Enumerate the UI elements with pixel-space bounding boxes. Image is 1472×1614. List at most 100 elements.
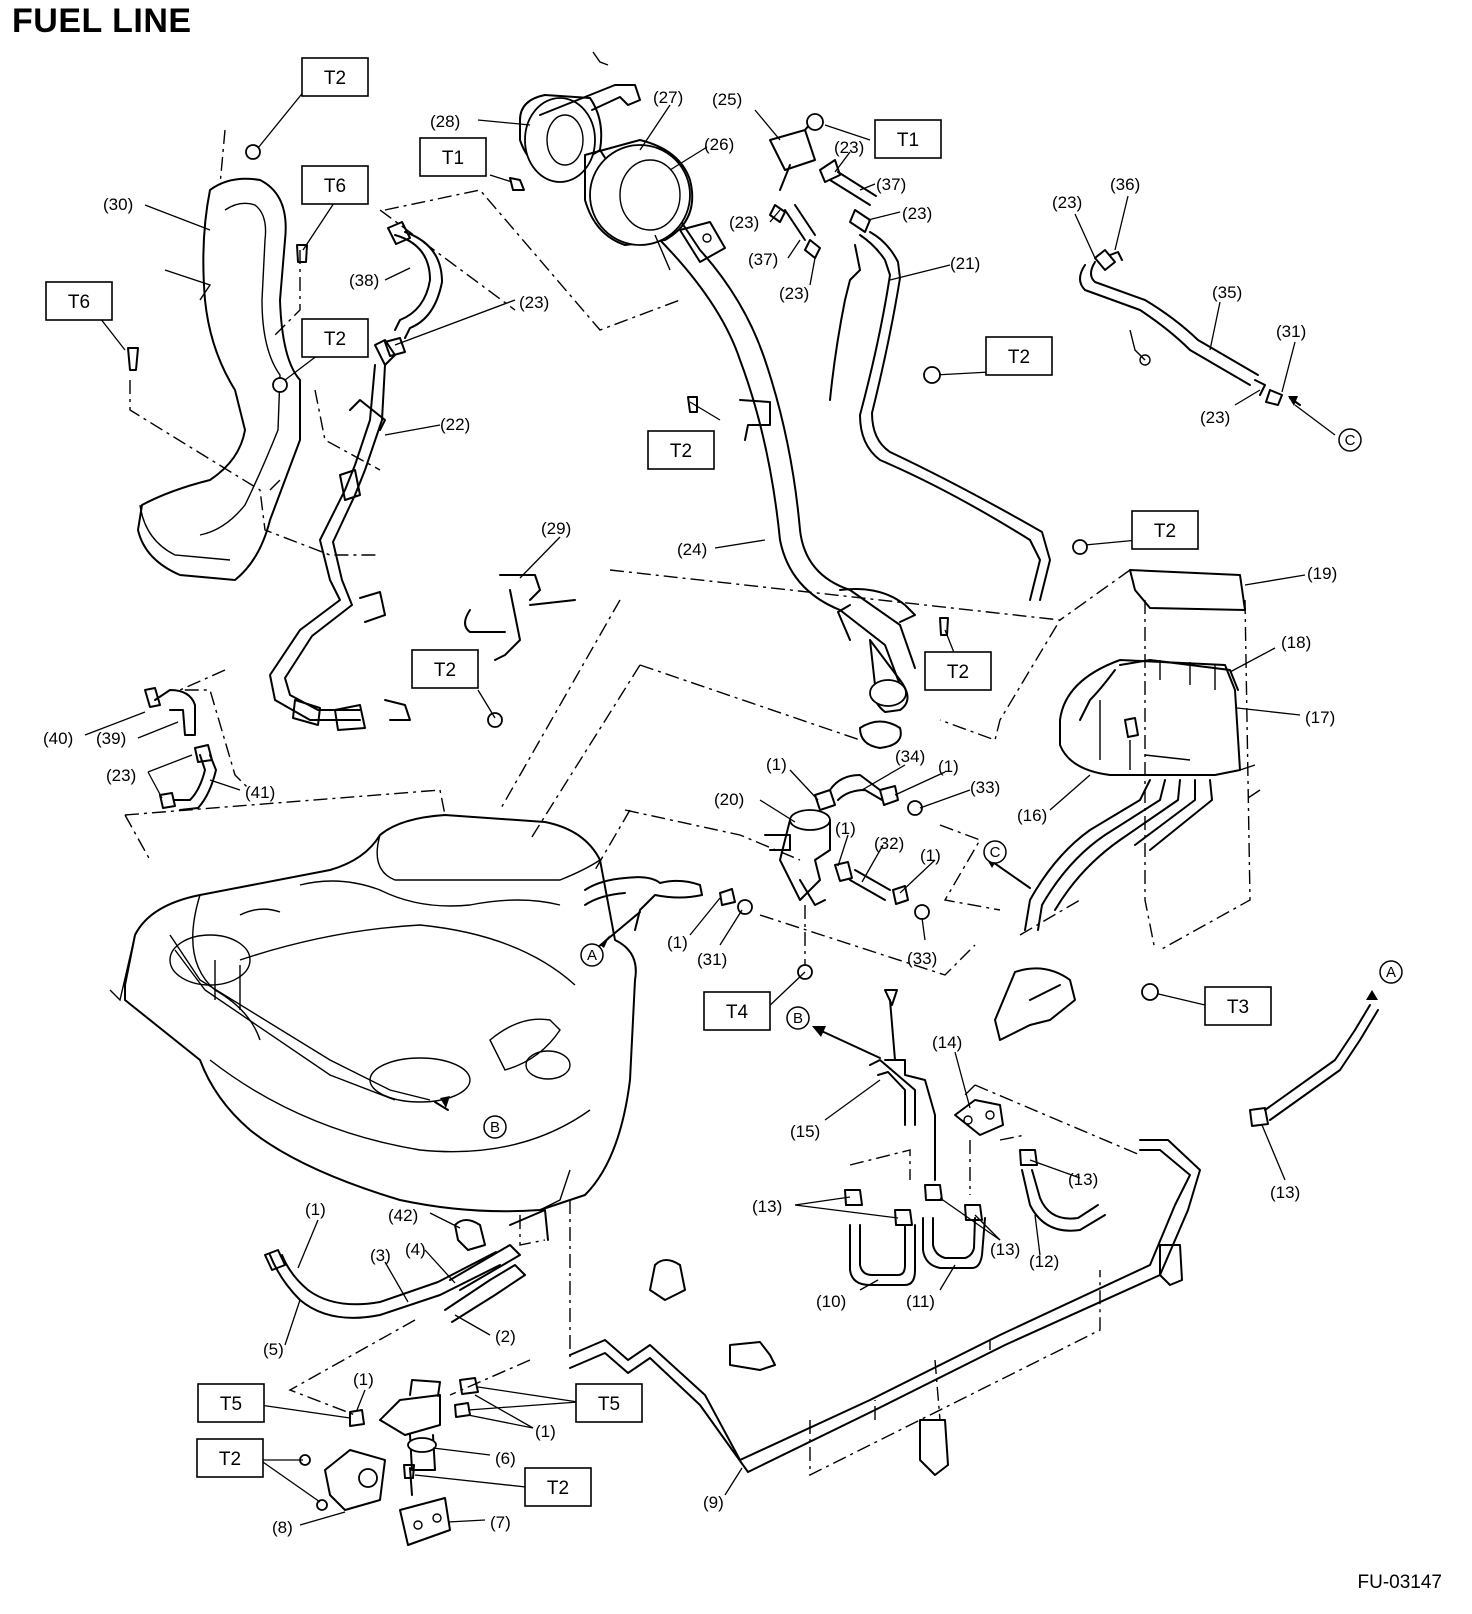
part-label-p35: (35) [1212,283,1242,302]
torque-callout-text: T2 [1008,347,1030,368]
torque-callout-t2c: T2 [985,336,1053,376]
torque-callout-text: T2 [324,329,346,350]
fasteners [127,144,1159,1479]
torque-callout-t1a: T1 [419,137,487,177]
pipe-9 [569,1139,1201,1476]
part-label-p1h: (1) [535,1422,556,1441]
torque-callout-t3: T3 [1204,986,1272,1026]
fuel-tank [109,814,703,1213]
part-label-p16: (16) [1017,806,1047,825]
part-labels: (28)(27)(26)(25)(23)(37)(23)(23)(37)(23)… [43,88,1337,1537]
reference-marker-a2: A [1379,960,1403,984]
part-label-p23d: (23) [779,284,809,303]
part-label-p24: (24) [677,540,707,559]
part-label-p31a: (31) [1276,322,1306,341]
torque-callout-t2h: T2 [196,1438,264,1478]
reference-marker-text: B [793,1010,803,1027]
torque-callout-text: T2 [947,662,969,683]
clamp-14-15 [869,989,1004,1181]
part-label-p13a: (13) [752,1197,782,1216]
part-label-p12: (12) [1029,1252,1059,1271]
torque-callout-text: T2 [670,441,692,462]
part-label-p8: (8) [272,1518,293,1537]
part-label-p10: (10) [816,1292,846,1311]
part-label-p33b: (33) [907,949,937,968]
solenoid-valve-20 [719,774,1076,1041]
torque-callout-t2e: T2 [1131,510,1199,550]
torque-callout-t4: T4 [703,991,771,1031]
reference-marker-text: B [490,1119,500,1136]
part-label-p13b: (13) [1068,1170,1098,1189]
torque-callout-t2b: T2 [301,318,369,358]
reference-marker-text: C [990,844,1001,861]
part-label-p36: (36) [1110,175,1140,194]
part-label-p13d: (13) [990,1240,1020,1259]
part-label-p34: (34) [895,747,925,766]
part-label-p37a: (37) [876,175,906,194]
torque-callout-text: T2 [219,1449,241,1470]
part-label-p41: (41) [245,783,275,802]
u-hoses-10-11-12 [844,1004,1379,1286]
torque-callout-t2i: T2 [524,1467,592,1507]
part-label-p40: (40) [43,729,73,748]
torque-callout-text: T4 [726,1002,749,1023]
part-label-p5: (5) [263,1340,284,1359]
part-label-p1a: (1) [766,755,787,774]
part-label-p23a: (23) [834,138,864,157]
torque-callout-t1b: T1 [874,119,942,159]
guide-lines [124,129,1261,1477]
reference-markers: C C A A B B [483,428,1403,1139]
part-label-p25: (25) [712,90,742,109]
part-label-p1d: (1) [920,846,941,865]
part-label-p1c: (1) [835,819,856,838]
part-label-p23h: (23) [106,766,136,785]
torque-callout-t2g: T2 [411,649,479,689]
part-label-p4: (4) [405,1240,426,1259]
part-label-p13c: (13) [1270,1183,1300,1202]
figure-code: FU-03147 [1357,1572,1443,1593]
part-label-p33a: (33) [970,778,1000,797]
part-label-p9: (9) [703,1493,724,1512]
part-label-p1f: (1) [305,1200,326,1219]
torque-callout-text: T2 [547,1478,569,1499]
part-label-p23b: (23) [729,213,759,232]
part-label-p17: (17) [1305,708,1335,727]
part-label-p7: (7) [490,1513,511,1532]
torque-callout-t2d: T2 [647,430,715,470]
reference-marker-text: C [1345,432,1356,449]
torque-callout-text: T2 [1154,521,1176,542]
torque-callout-t6a: T6 [301,165,369,205]
part-label-p27: (27) [653,88,683,107]
torque-callout-t5a: T5 [197,1383,265,1423]
torque-callout-text: T2 [324,68,346,89]
part-label-p20: (20) [714,790,744,809]
torque-callout-t6b: T6 [45,281,113,321]
torque-callout-text: T6 [324,176,346,197]
torque-callout-t5b: T5 [575,1383,643,1423]
torque-callout-text: T6 [68,292,90,313]
reference-marker-text: A [587,947,597,964]
part-label-p21: (21) [950,254,980,273]
diagram-title: FUEL LINE [12,2,192,40]
reference-marker-text: A [1386,964,1396,981]
evap-valve-25 [769,113,1051,601]
part-label-p23g: (23) [1200,408,1230,427]
components-6-8 [299,1377,479,1546]
part-label-p18: (18) [1281,633,1311,652]
part-label-p38: (38) [349,271,379,290]
torque-callout-t2a: T2 [301,57,369,97]
part-label-p32: (32) [874,834,904,853]
torque-callout-text: T5 [598,1394,620,1415]
part-label-p28: (28) [430,112,460,131]
part-label-p19: (19) [1307,564,1337,583]
part-label-p26: (26) [704,135,734,154]
part-label-p3: (3) [370,1246,391,1265]
part-label-p22: (22) [440,415,470,434]
part-label-p37b: (37) [748,250,778,269]
canister [1024,569,1256,931]
reference-marker-c2: C [983,840,1007,864]
part-label-p1b: (1) [938,757,959,776]
part-label-p23e: (23) [519,293,549,312]
